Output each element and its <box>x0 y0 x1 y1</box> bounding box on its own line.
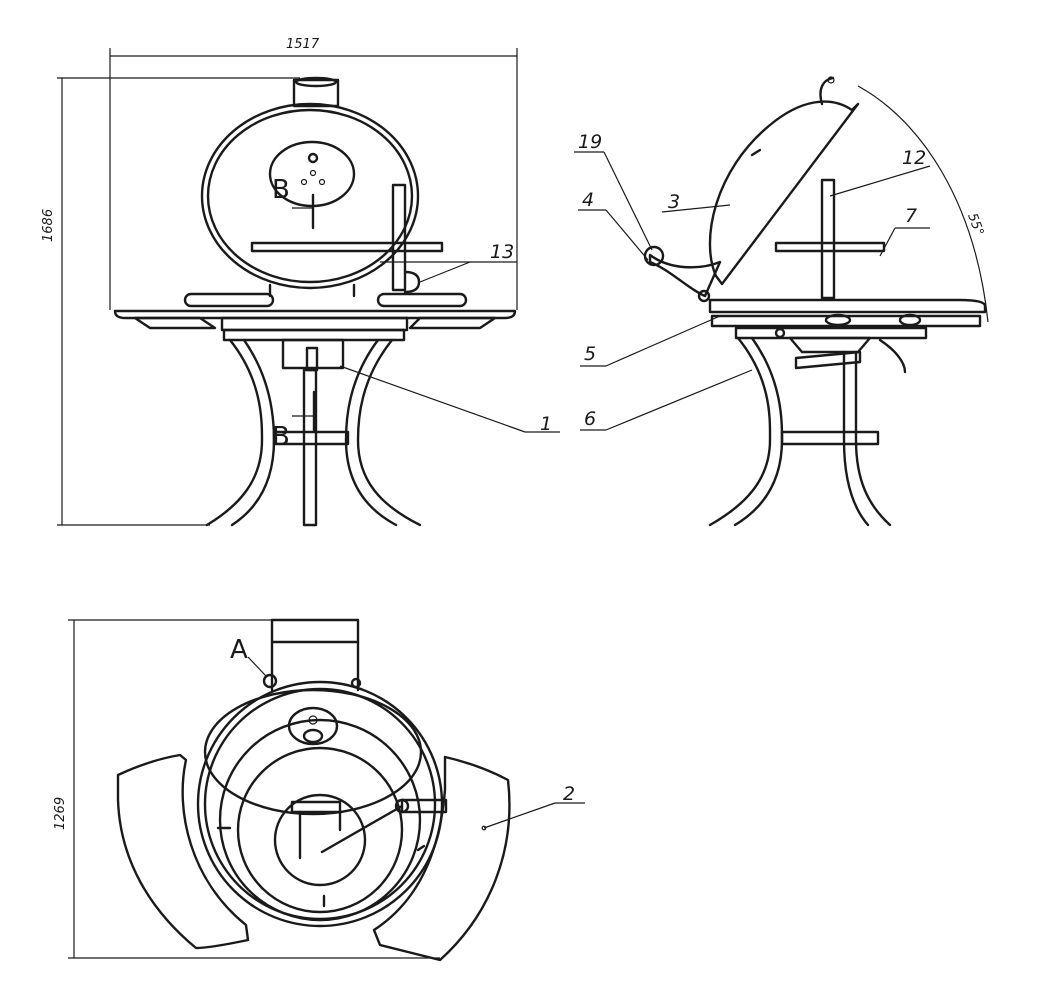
leader-7 <box>879 227 896 257</box>
callout-13: 13 <box>490 241 514 263</box>
grate-inner <box>236 746 404 914</box>
charcoal-bowl <box>273 793 367 887</box>
top-arm-pivot <box>394 798 410 814</box>
detail-mark-a: A <box>230 635 248 665</box>
ring-support <box>220 316 409 332</box>
bowl-inner <box>206 108 414 284</box>
callout-7: 7 <box>905 205 917 227</box>
lid-handle <box>292 78 340 108</box>
top-vent-knob <box>302 728 324 744</box>
side-leg-left-outer <box>708 336 772 527</box>
top-lid <box>203 688 423 816</box>
callout-2: 2 <box>563 783 575 805</box>
section-mark-b-lower: B <box>272 422 290 452</box>
lid-angle-arc <box>857 85 989 323</box>
callout-19: 19 <box>578 131 602 153</box>
side-leg-left-inner <box>733 336 784 527</box>
table-top-right <box>376 292 468 308</box>
leader-12 <box>829 165 931 197</box>
ash-box <box>281 338 345 370</box>
back-box-lid <box>270 618 360 644</box>
side-ring-bolt <box>774 327 786 339</box>
depth-dimension: 1269 <box>53 797 68 830</box>
side-platform <box>710 314 982 328</box>
side-leg-right-inner <box>842 350 870 527</box>
hook-13 <box>403 270 421 294</box>
table-top-left <box>183 292 275 308</box>
leader-1 <box>339 365 526 433</box>
leader-6 <box>605 369 753 431</box>
top-arm-clamp <box>400 798 448 814</box>
front-leg-left-inner <box>230 338 276 527</box>
side-table-top <box>708 298 987 314</box>
front-view: 1517 1686 B <box>41 37 560 527</box>
width-dimension: 1517 <box>286 37 320 52</box>
callout-5: 5 <box>584 343 596 365</box>
table-wing-left <box>133 316 217 330</box>
leader-3 <box>661 204 731 213</box>
bowl-outer <box>200 102 420 290</box>
callout-1: 1 <box>540 413 552 435</box>
vent-hole <box>300 178 308 186</box>
side-ash-pan <box>788 336 872 354</box>
hinge-pivot <box>643 245 665 267</box>
top-arm <box>320 804 404 854</box>
leader-4 <box>605 209 649 261</box>
grill-rack-bar <box>250 241 444 253</box>
top-tick <box>416 844 426 852</box>
callout-6: 6 <box>584 408 596 430</box>
vent-hole <box>309 169 317 177</box>
grate-ring <box>218 718 422 922</box>
detail-leader-a <box>247 656 267 677</box>
leader-13 <box>419 261 471 283</box>
lid-handle-side <box>819 76 835 106</box>
side-view-rack <box>774 241 886 253</box>
side-post <box>391 183 407 292</box>
hinge-arm <box>648 253 722 298</box>
lid-vent-tab <box>750 148 762 157</box>
callout-3: 3 <box>668 191 680 213</box>
top-table-wing-right <box>372 755 511 962</box>
open-lid <box>708 100 860 286</box>
side-leg-right-outer <box>854 350 892 527</box>
callout-4: 4 <box>582 189 594 211</box>
vent-hole <box>318 178 326 186</box>
top-table-wing-left <box>116 753 250 950</box>
table-wing-right <box>408 316 497 330</box>
table-platform <box>113 309 517 320</box>
outer-rim <box>196 680 444 928</box>
side-ash-tray <box>794 350 862 370</box>
crossbar <box>272 430 350 446</box>
hinge-pin <box>697 289 711 303</box>
leader-19 <box>603 151 653 251</box>
height-dimension: 1686 <box>41 209 56 242</box>
side-view: 55° 19 4 3 12 7 5 <box>574 76 989 527</box>
callout-12: 12 <box>902 147 926 169</box>
side-bolt <box>824 313 852 327</box>
front-leg-left-outer <box>205 338 264 527</box>
top-vent-hole <box>308 715 318 725</box>
leader-2 <box>483 802 556 829</box>
vent-knob <box>307 152 319 164</box>
detail-marker-a <box>262 673 278 689</box>
lid-handle-knob <box>827 76 835 84</box>
center-leg <box>302 368 318 527</box>
frame-ring <box>222 328 406 342</box>
section-mark-b-upper: B <box>272 175 290 205</box>
side-view-post <box>820 178 836 300</box>
leader-5 <box>605 315 721 367</box>
side-hook <box>878 338 907 374</box>
lid-angle-dimension: 55° <box>964 211 986 238</box>
top-view: 1269 A <box>53 618 585 962</box>
side-bolt <box>898 313 922 327</box>
side-crossbar <box>780 430 880 446</box>
front-leg-right-outer <box>356 338 422 527</box>
handle-grip <box>294 76 338 88</box>
side-ring <box>734 326 928 340</box>
ash-box-handle <box>305 346 319 372</box>
top-vent <box>287 706 339 746</box>
top-front-handle <box>290 800 342 814</box>
front-leg-right-inner <box>344 338 398 527</box>
